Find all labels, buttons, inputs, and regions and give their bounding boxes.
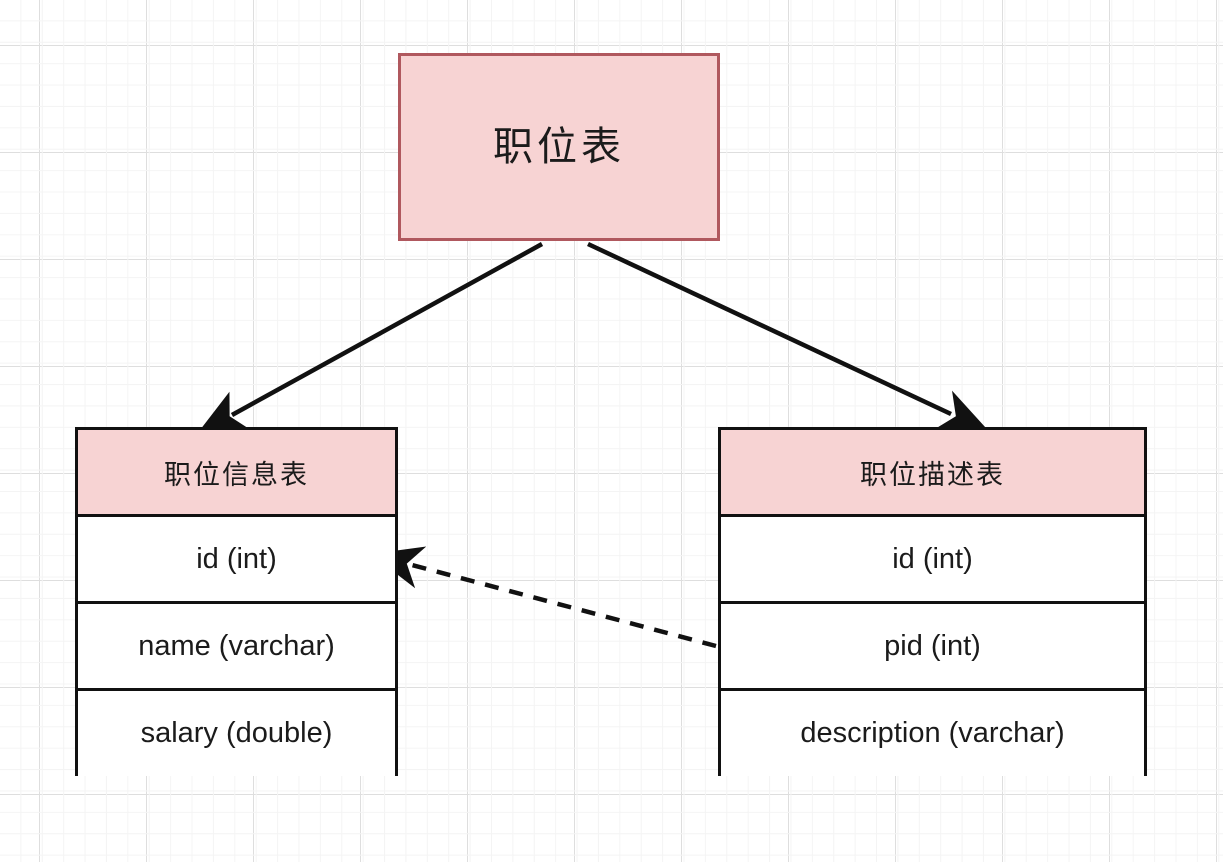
- table-row: salary (double): [78, 691, 395, 776]
- root-entity-box[interactable]: 职位表: [398, 53, 720, 241]
- entity-table-position-info[interactable]: 职位信息表 id (int) name (varchar) salary (do…: [75, 427, 398, 776]
- table-row: id (int): [721, 517, 1144, 604]
- entity-table-header: 职位信息表: [78, 430, 395, 517]
- table-row: name (varchar): [78, 604, 395, 691]
- table-row: id (int): [78, 517, 395, 604]
- table-row: description (varchar): [721, 691, 1144, 776]
- entity-table-header: 职位描述表: [721, 430, 1144, 517]
- connector-root-to-position-info: [196, 242, 544, 435]
- root-entity-label: 职位表: [493, 124, 625, 170]
- entity-table-position-description[interactable]: 职位描述表 id (int) pid (int) description (va…: [718, 427, 1147, 776]
- table-row: pid (int): [721, 604, 1144, 691]
- connector-pid-foreign-key-to-id: [370, 546, 717, 649]
- connector-root-to-position-description: [587, 241, 990, 433]
